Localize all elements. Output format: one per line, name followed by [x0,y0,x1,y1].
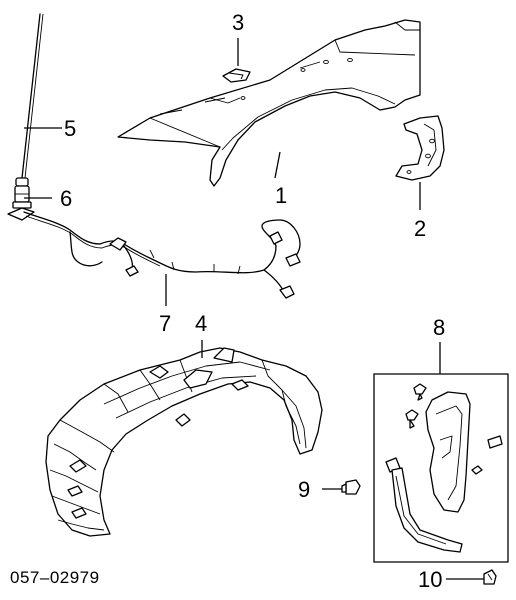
diagram-code: 057–02979 [10,568,100,587]
callout-labels: 3 1 2 5 6 7 4 8 9 10 [60,10,445,592]
callout-8: 8 [433,315,445,340]
clip-part [222,68,251,83]
mudflap-kit-part [373,373,509,563]
fender-part [117,19,421,187]
callout-10: 10 [418,567,442,592]
leader-lines [24,38,484,580]
bracket-part [395,115,445,181]
fender-liner-part [45,347,323,537]
push-clip-part [341,479,361,495]
callout-9: 9 [298,477,310,502]
bolt-part [483,569,497,585]
antenna-mast-part [21,13,44,179]
callout-6: 6 [60,186,72,211]
callout-2: 2 [414,216,426,241]
callout-1: 1 [275,183,287,208]
callout-7: 7 [159,311,171,336]
harness-part [23,211,301,299]
callout-3: 3 [232,10,244,35]
callout-4: 4 [195,311,207,336]
callout-5: 5 [64,116,76,141]
